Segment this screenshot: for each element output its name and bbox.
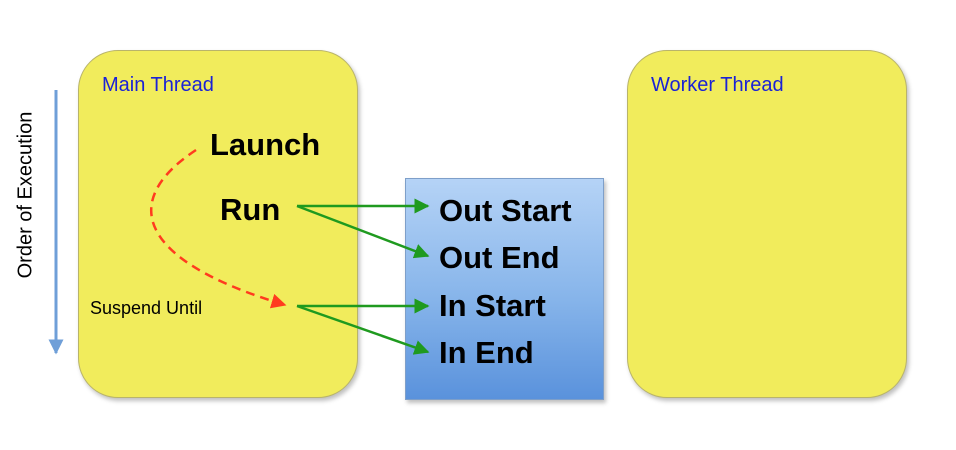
stack-item-out-end: Out End: [439, 240, 560, 275]
launch-label: Launch: [210, 127, 321, 162]
stack-item-in-start: In Start: [439, 288, 546, 323]
stack-item-in-end: In End: [439, 335, 534, 370]
run-label: Run: [220, 192, 281, 227]
run-to-out-end-arrow: [296, 204, 430, 259]
execution-stack-box: [405, 178, 604, 400]
main-thread-box: [78, 50, 358, 398]
stack-item-out-start: Out Start: [439, 193, 572, 228]
suspend-to-in-end-arrow: [296, 304, 430, 355]
suspend-until-label: Suspend Until: [90, 298, 203, 318]
main-thread-title: Main Thread: [102, 74, 214, 96]
suspend-dashed-arrow: [149, 148, 287, 309]
worker-thread-title: Worker Thread: [651, 74, 784, 96]
worker-thread-box: [627, 50, 907, 398]
